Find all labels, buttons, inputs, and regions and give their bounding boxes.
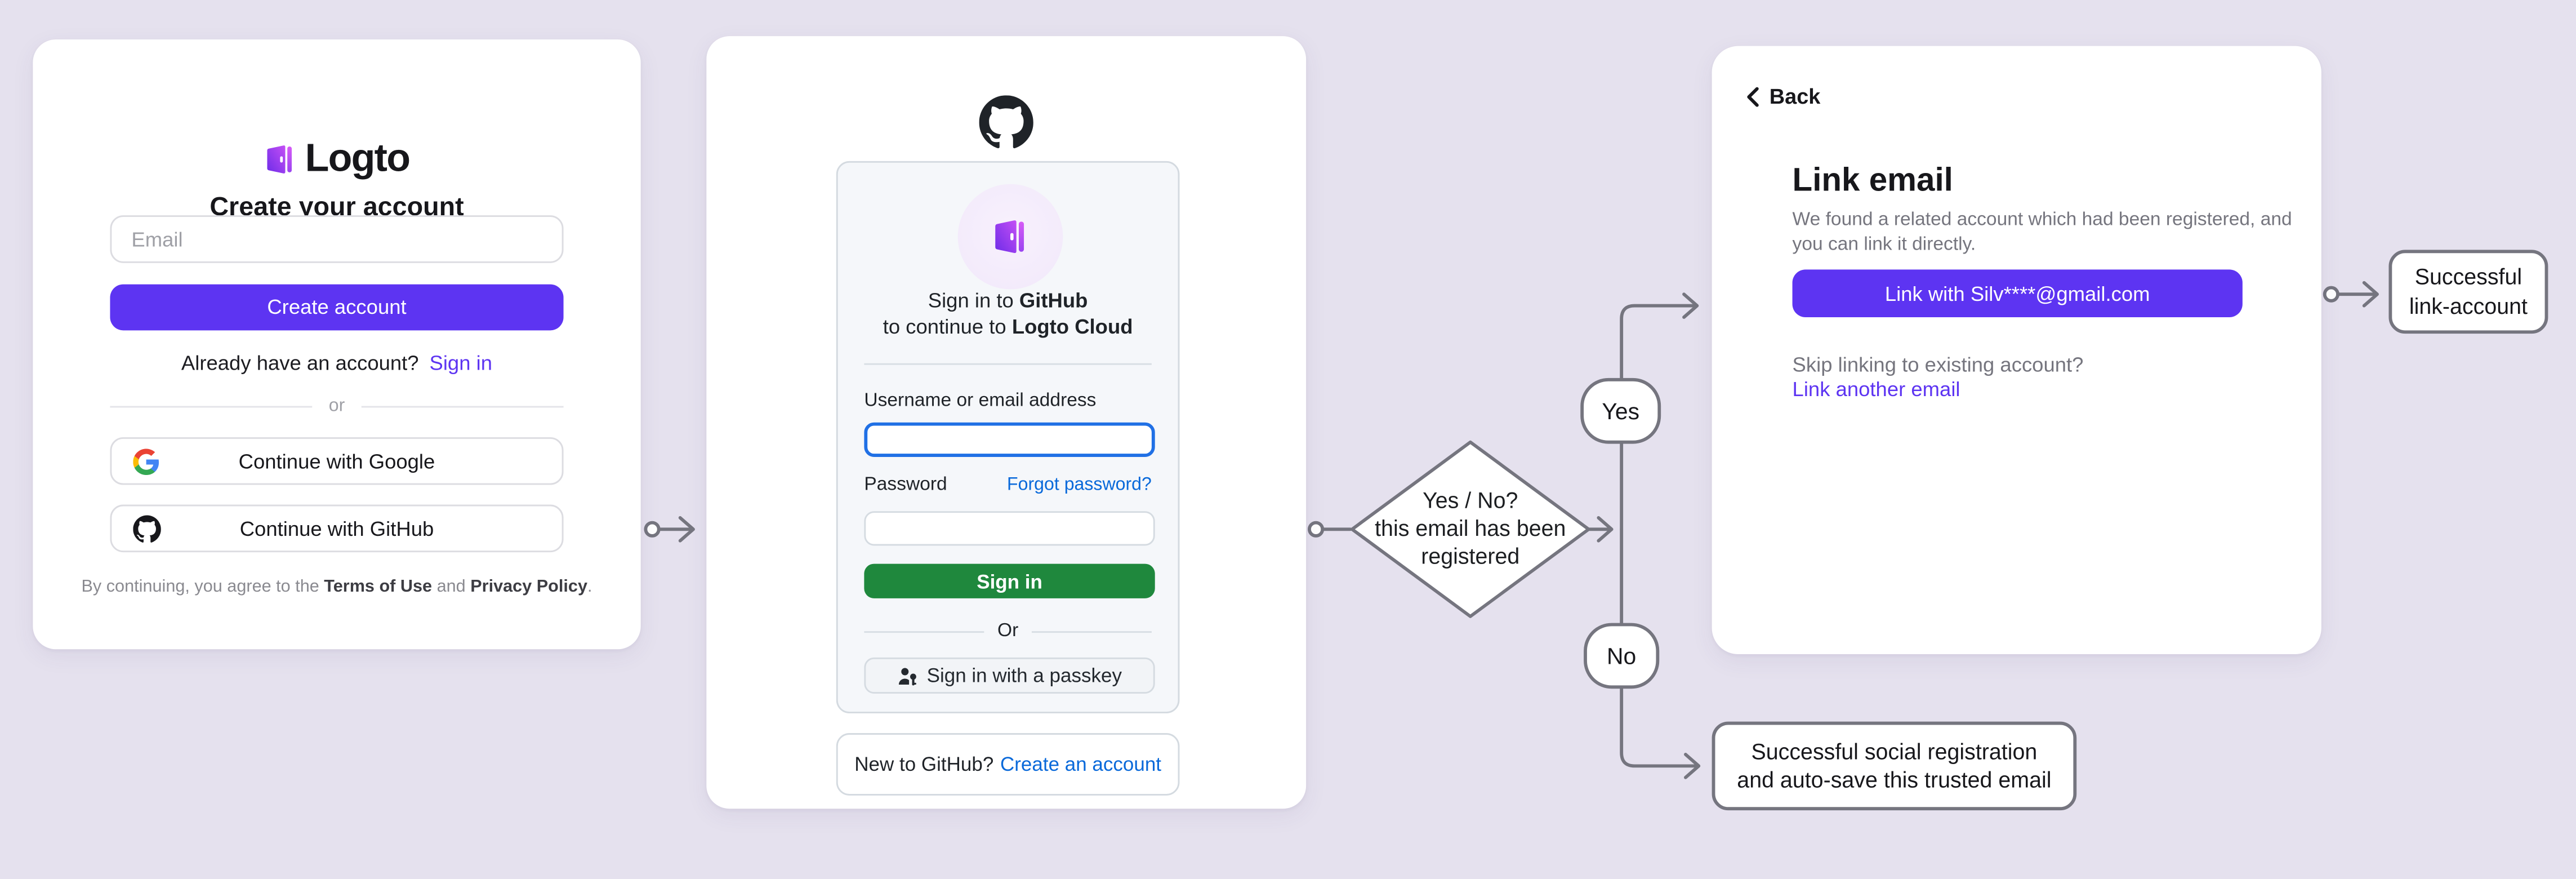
logto-wordmark: Logto bbox=[305, 136, 411, 181]
continue-with-github-button[interactable]: Continue with GitHub bbox=[110, 504, 564, 553]
password-row: Password Forgot password? bbox=[864, 475, 1151, 495]
link-another-email-link[interactable]: Link another email bbox=[1792, 378, 1960, 401]
divider-line bbox=[1031, 630, 1152, 632]
privacy-policy-link[interactable]: Privacy Policy bbox=[470, 576, 587, 597]
back-button[interactable]: Back bbox=[1745, 84, 1820, 109]
terms-notice: By continuing, you agree to the Terms of… bbox=[81, 576, 592, 597]
divider-line bbox=[864, 630, 984, 632]
github-signin-button[interactable]: Sign in bbox=[864, 563, 1155, 598]
chevron-left-icon bbox=[1745, 86, 1761, 106]
link-with-email-button[interactable]: Link with Silv****@gmail.com bbox=[1792, 269, 2243, 318]
logto-signup-card: Logto Create your account Create account… bbox=[33, 39, 641, 650]
passkey-icon bbox=[897, 665, 919, 686]
divider-line bbox=[361, 405, 564, 407]
decision-diamond-label: Yes / No? this email has been registered bbox=[1375, 488, 1566, 569]
logto-app-avatar bbox=[957, 184, 1062, 290]
github-signin-heading: Sign in to GitHub to continue to Logto C… bbox=[883, 289, 1133, 339]
no-node: No bbox=[1584, 623, 1660, 689]
signin-prompt: Already have an account? Sign in bbox=[181, 352, 493, 375]
link-email-card: Back Link email We found a related accou… bbox=[1712, 46, 2321, 655]
link-email-title: Link email bbox=[1792, 162, 1953, 199]
github-signin-card: Sign in to GitHub to continue to Logto C… bbox=[706, 36, 1307, 809]
continue-with-google-button[interactable]: Continue with Google bbox=[110, 437, 564, 485]
create-an-account-link[interactable]: Create an account bbox=[1000, 753, 1162, 776]
passkey-button[interactable]: Sign in with a passkey bbox=[864, 657, 1155, 694]
divider-line bbox=[110, 405, 313, 407]
divider bbox=[864, 363, 1152, 365]
signin-link[interactable]: Sign in bbox=[429, 352, 493, 375]
create-account-button[interactable]: Create account bbox=[110, 284, 564, 331]
github-logo-icon bbox=[706, 95, 1306, 149]
password-label: Password bbox=[864, 475, 947, 495]
logto-door-icon bbox=[264, 141, 295, 177]
or-divider: or bbox=[110, 396, 564, 416]
link-email-description: We found a related account which had bee… bbox=[1792, 210, 2292, 254]
github-login-box: Sign in to GitHub to continue to Logto C… bbox=[836, 161, 1180, 714]
successful-social-registration-box: Successful social registration and auto-… bbox=[1712, 721, 2077, 811]
github-or-divider: Or bbox=[864, 621, 1152, 641]
password-input[interactable] bbox=[864, 511, 1155, 546]
username-label: Username or email address bbox=[864, 391, 1097, 411]
logto-logo: Logto bbox=[33, 136, 640, 183]
github-icon bbox=[133, 514, 161, 543]
google-icon bbox=[133, 447, 159, 474]
yes-node: Yes bbox=[1580, 378, 1661, 444]
skip-linking-text: Skip linking to existing account? bbox=[1792, 353, 2084, 377]
forgot-password-link[interactable]: Forgot password? bbox=[1007, 475, 1152, 495]
terms-of-use-link[interactable]: Terms of Use bbox=[324, 576, 433, 597]
new-to-github-box: New to GitHub? Create an account bbox=[836, 733, 1180, 796]
email-input[interactable] bbox=[110, 215, 564, 263]
username-input[interactable] bbox=[864, 422, 1155, 457]
successful-link-account-box: Successful link-account bbox=[2388, 250, 2548, 334]
